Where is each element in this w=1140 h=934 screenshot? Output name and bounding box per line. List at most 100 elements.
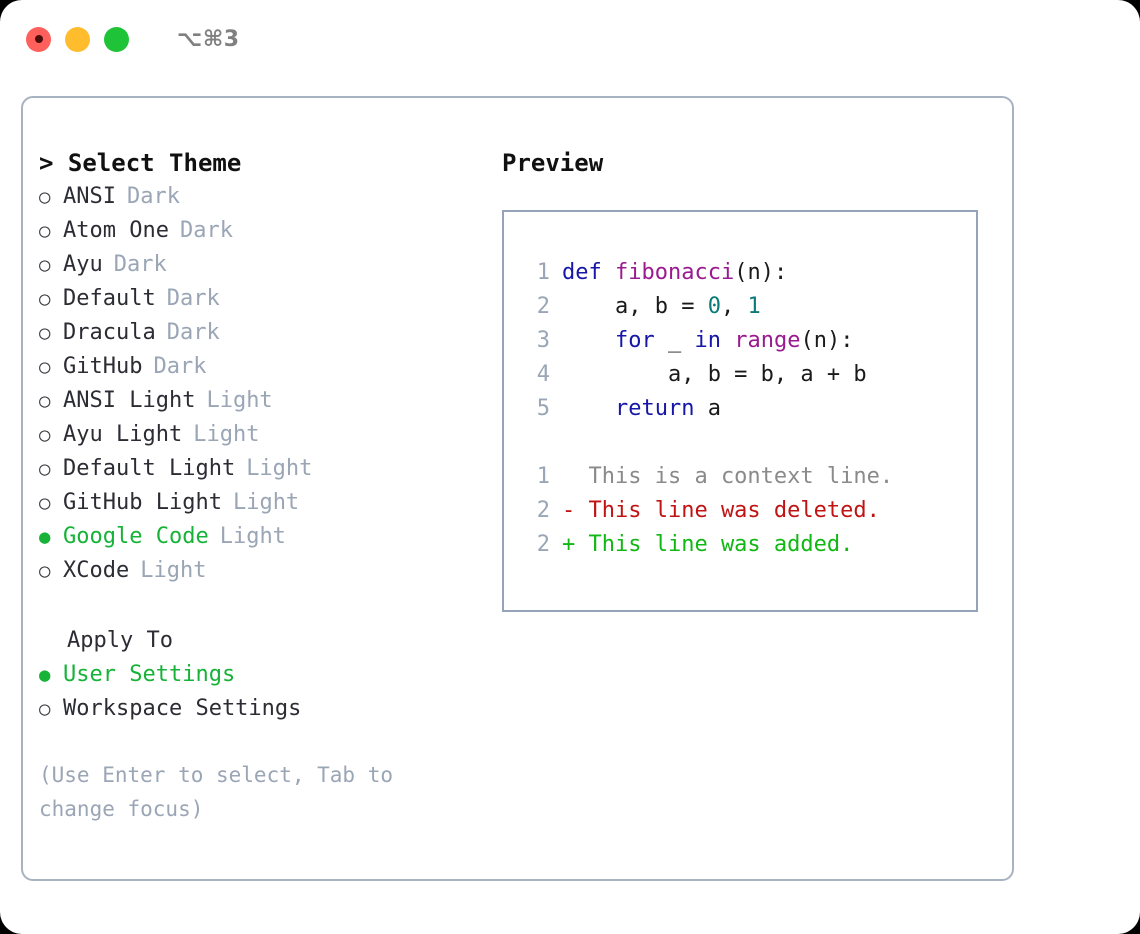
line-number: 2: [536, 294, 550, 319]
option-label: ANSI: [63, 184, 116, 209]
minimize-button[interactable]: [65, 26, 90, 52]
code-text: a, b = b, a + b: [562, 358, 867, 392]
option-label: GitHub Light: [63, 490, 222, 515]
line-number: 1: [536, 464, 550, 489]
token-plain: ,: [720, 294, 748, 319]
theme-option-github[interactable]: ○ GitHub Dark: [39, 350, 489, 384]
option-variant-tag: Light: [140, 558, 207, 583]
option-variant-tag: Light: [206, 388, 273, 413]
close-button[interactable]: [26, 26, 51, 52]
option-label: ANSI Light: [63, 388, 196, 413]
token-plain: a: [694, 396, 721, 421]
token-num: 1: [747, 294, 761, 319]
option-label: GitHub: [63, 354, 143, 379]
page-title: > Select Theme: [39, 149, 242, 177]
option-variant-tag: Dark: [179, 218, 233, 243]
option-label: Ayu: [63, 252, 103, 277]
token-kw: in: [694, 328, 721, 353]
option-label: Ayu Light: [63, 422, 183, 447]
token-num: 0: [707, 294, 721, 319]
theme-option-ayu-light[interactable]: ○ Ayu Light Light: [39, 418, 489, 452]
radio-unselected-icon: ○: [39, 220, 51, 242]
option-variant-tag: Dark: [166, 320, 220, 345]
diff-text: This is a context line.: [562, 464, 894, 489]
radio-selected-icon: ●: [39, 664, 51, 686]
option-label: XCode: [63, 558, 130, 583]
code-line: 3 for _ in range(n):: [520, 324, 976, 358]
line-number: 3: [536, 328, 550, 353]
code-line: 1 def fibonacci(n):: [520, 256, 976, 290]
theme-option-xcode[interactable]: ○ XCode Light: [39, 554, 489, 588]
diff-block: 1 This is a context line. 2- This line wa…: [520, 460, 976, 562]
code-text: def fibonacci(n):: [562, 256, 787, 290]
radio-unselected-icon: ○: [39, 458, 51, 480]
radio-selected-icon: ●: [39, 526, 51, 548]
option-variant-tag: Dark: [126, 184, 180, 209]
radio-unselected-icon: ○: [39, 186, 51, 208]
option-variant-tag: Dark: [153, 354, 207, 379]
option-label: User Settings: [63, 662, 236, 687]
line-number: 1: [536, 260, 550, 285]
token-plain: a, b = b, a + b: [562, 362, 867, 387]
line-number: 2: [536, 532, 550, 557]
apply-to-label: Apply To: [67, 628, 173, 653]
code-line: 5 return a: [520, 392, 976, 426]
diff-line-del: 2- This line was deleted.: [520, 494, 976, 528]
line-number: 2: [536, 498, 550, 523]
radio-unselected-icon: ○: [39, 560, 51, 582]
option-label: Google Code: [63, 524, 209, 549]
apply-to-option-user-settings[interactable]: ● User Settings: [39, 658, 489, 692]
spacer: [39, 588, 489, 624]
option-variant-tag: Light: [232, 490, 300, 515]
diff-line-add: 2+ This line was added.: [520, 528, 976, 562]
option-variant-tag: Light: [246, 456, 313, 481]
maximize-button[interactable]: [104, 26, 129, 52]
title-bar: ⌥⌘3: [0, 0, 1140, 78]
code-line: 2 a, b = 0, 1: [520, 290, 976, 324]
token-kw: return: [614, 396, 695, 421]
theme-option-google-code[interactable]: ● Google Code Light: [39, 520, 489, 554]
line-number: 5: [536, 396, 550, 421]
token-plain: (n):: [734, 260, 788, 285]
token-plain: _: [654, 328, 695, 353]
radio-unselected-icon: ○: [39, 424, 51, 446]
option-variant-tag: Light: [193, 422, 260, 447]
code-line: 4 a, b = b, a + b: [520, 358, 976, 392]
option-label: Workspace Settings: [63, 696, 302, 721]
keyboard-hint: (Use Enter to select, Tab to change focu…: [39, 763, 406, 821]
token-fn: fibonacci: [615, 260, 735, 285]
keyboard-shortcut-label: ⌥⌘3: [177, 26, 240, 52]
token-plain: (n):: [800, 328, 854, 353]
option-variant-tag: Dark: [166, 286, 220, 311]
option-variant-tag: Light: [219, 524, 286, 549]
theme-option-dracula[interactable]: ○ Dracula Dark: [39, 316, 489, 350]
theme-option-ansi[interactable]: ○ ANSI Dark: [39, 180, 489, 214]
radio-unselected-icon: ○: [39, 254, 51, 276]
token-plain: a, b =: [562, 294, 708, 319]
radio-unselected-icon: ○: [39, 322, 51, 344]
apply-to-option-workspace-settings[interactable]: ○ Workspace Settings: [39, 692, 489, 726]
radio-unselected-icon: ○: [39, 698, 51, 720]
code-text: a, b = 0, 1: [562, 290, 761, 324]
code-text: for _ in range(n):: [562, 324, 853, 358]
line-number: 4: [536, 362, 550, 387]
apply-to-option-list[interactable]: ● User Settings ○ Workspace Settings: [39, 658, 489, 726]
theme-option-ansi-light[interactable]: ○ ANSI Light Light: [39, 384, 489, 418]
radio-unselected-icon: ○: [39, 390, 51, 412]
token-plain: [602, 260, 615, 285]
token-kw: def: [562, 260, 602, 285]
option-label: Dracula: [63, 320, 156, 345]
radio-unselected-icon: ○: [39, 356, 51, 378]
token-fn: range: [734, 328, 801, 353]
